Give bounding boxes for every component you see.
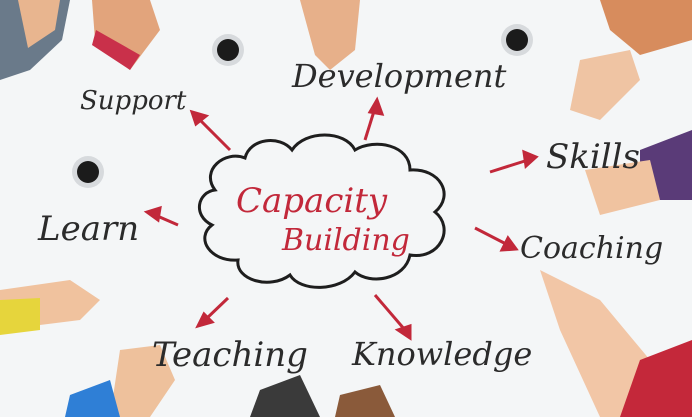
- arrow-teaching: [203, 296, 230, 322]
- sleeve-bottom-left: [65, 380, 120, 417]
- arrowhead-skills: [522, 149, 539, 169]
- cup-1: [217, 39, 239, 61]
- arrows: [143, 96, 539, 341]
- hand-bottom-center-dark: [250, 375, 320, 417]
- branch-support: Support: [80, 86, 187, 116]
- arrowhead-coaching: [499, 235, 519, 252]
- arrowhead-support: [189, 109, 210, 127]
- hand-top-left: [18, 0, 60, 48]
- branch-development: Development: [292, 57, 507, 95]
- arrow-skills: [489, 158, 529, 174]
- branch-coaching: Coaching: [520, 231, 664, 266]
- branch-knowledge: Knowledge: [352, 335, 533, 373]
- arrowhead-learn: [143, 205, 162, 223]
- center-label-line1: Capacity: [236, 181, 388, 221]
- cloud-outline: [198, 133, 446, 289]
- hand-bottom-left: [110, 345, 175, 417]
- arrowhead-teaching: [195, 311, 215, 329]
- cup-2: [506, 29, 528, 51]
- arrowhead-knowledge: [394, 323, 412, 341]
- hand-top-right: [600, 0, 692, 55]
- hand-right: [585, 160, 660, 215]
- arrow-coaching: [474, 226, 509, 247]
- branch-learn: Learn: [38, 209, 140, 249]
- hand-top-center: [300, 0, 360, 70]
- cup-3: [77, 161, 99, 183]
- marker-top: [92, 30, 140, 70]
- branch-skills: Skills: [546, 137, 640, 177]
- sleeve-bottom-right: [620, 340, 692, 417]
- arrow-support: [196, 116, 232, 152]
- hand-right-pointing: [570, 50, 640, 120]
- arrow-knowledge: [373, 294, 407, 331]
- arrowhead-development: [367, 96, 385, 116]
- sleeve-left: [0, 298, 40, 335]
- hand-bottom-center: [335, 385, 395, 417]
- branch-teaching: Teaching: [152, 335, 308, 375]
- center-label-line2: Building: [282, 223, 410, 258]
- hand-top-pointing: [92, 0, 160, 70]
